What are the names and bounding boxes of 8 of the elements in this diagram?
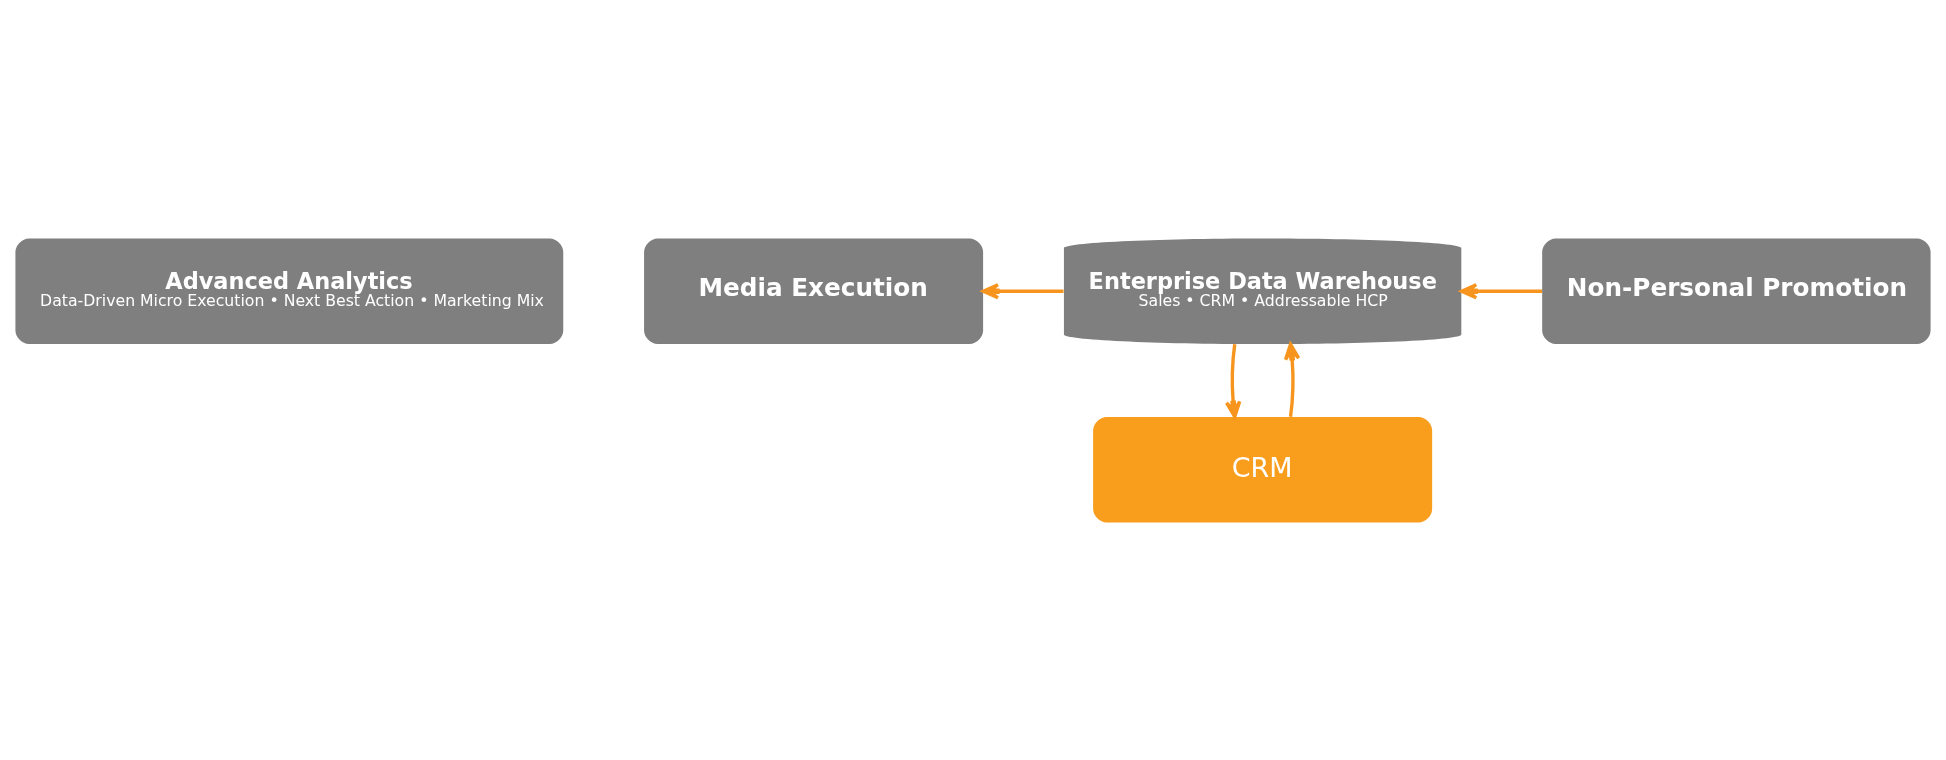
arrow bbox=[1224, 343, 1242, 418]
node-box: Advanced Analytics Data-Driven Micro Execution • Next Best Action • Marketing Mix bbox=[15, 238, 564, 344]
node-box: Media Execution bbox=[644, 238, 984, 344]
arrow bbox=[1459, 282, 1543, 299]
arrow bbox=[1283, 342, 1301, 417]
node-box: CRM bbox=[1093, 416, 1433, 522]
node-box: Non-Personal Promotion bbox=[1542, 238, 1931, 344]
arrow bbox=[981, 282, 1064, 299]
